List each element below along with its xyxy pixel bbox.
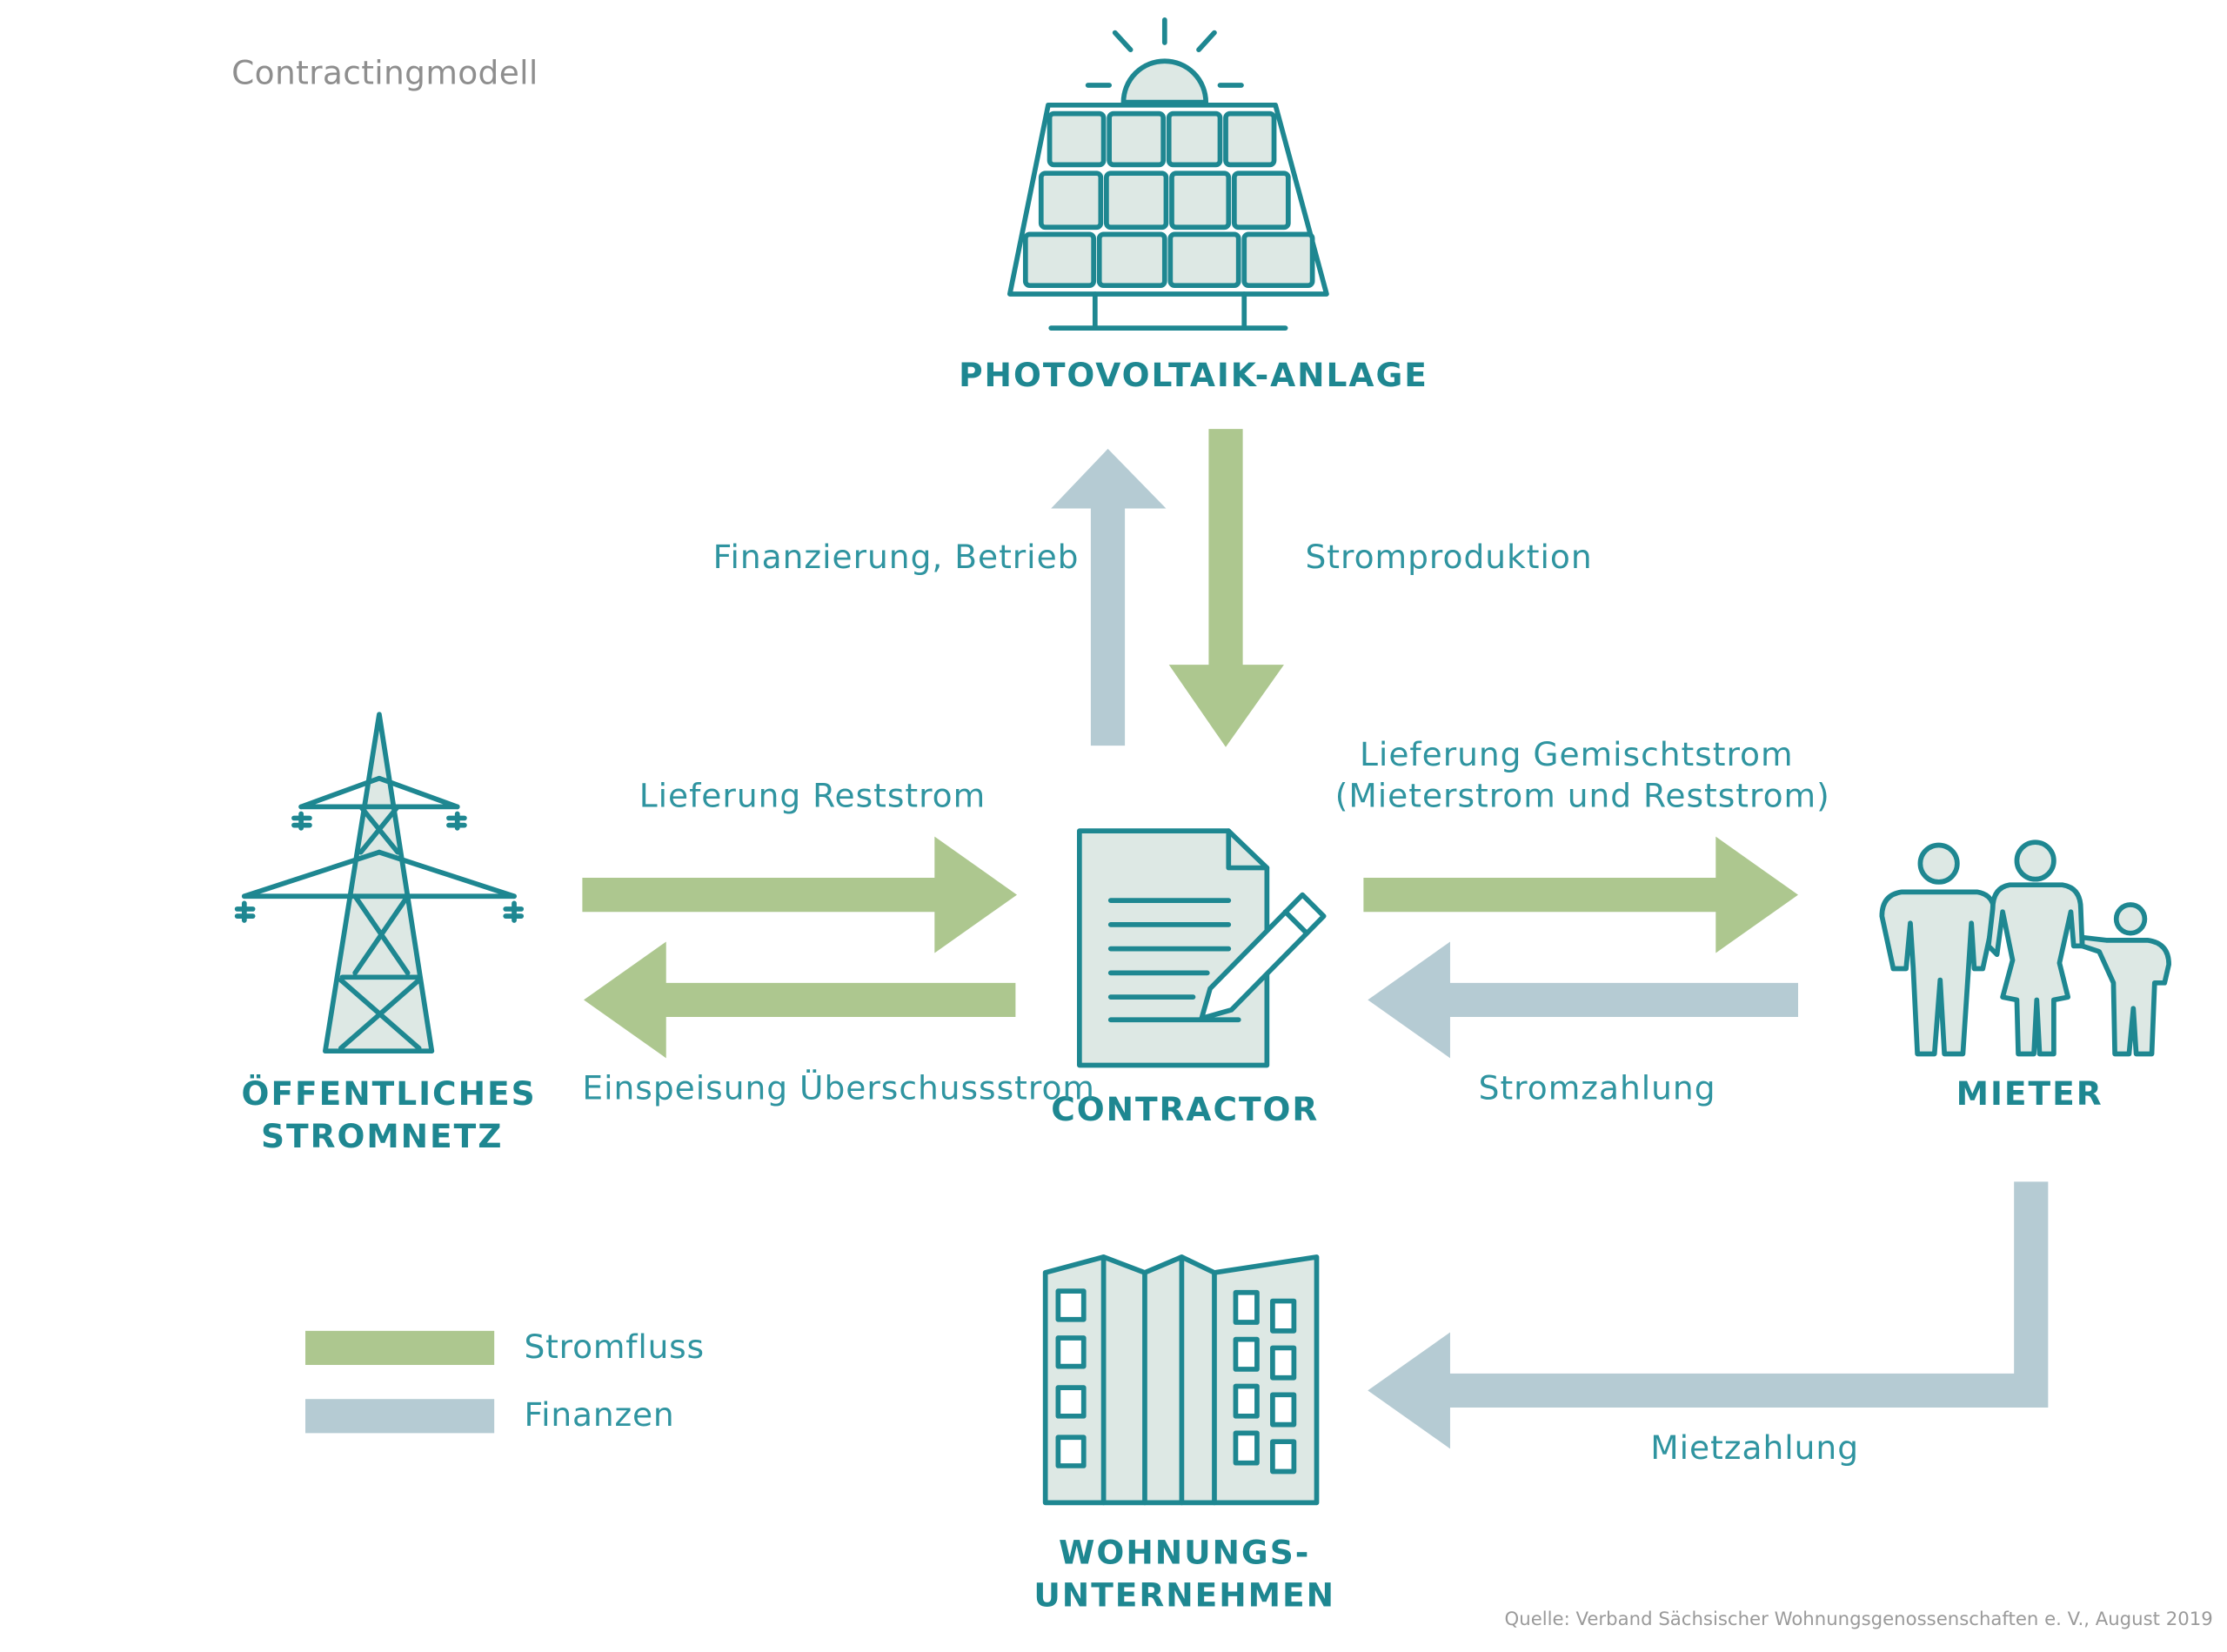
tenants-family-icon	[1879, 839, 2171, 1057]
power-pylon-icon	[234, 712, 525, 1054]
arrow-lieferung-gemischtstrom	[1363, 836, 1798, 953]
source-note: Quelle: Verband Sächsischer Wohnungsgeno…	[1504, 1609, 2213, 1631]
flow-label-gemischtstrom: Lieferung Gemischtstrom (Mieterstrom und…	[1334, 736, 1830, 819]
flow-label-stromproduktion: Stromproduktion	[1305, 539, 1593, 577]
node-wohnung-line1: WOHNUNGS-	[1059, 1535, 1311, 1573]
flow-label-lieferung-reststrom: Lieferung Reststrom	[639, 778, 986, 816]
legend-swatch-finanzen	[305, 1399, 495, 1434]
page-title: Contractingmodell	[231, 55, 538, 93]
arrow-lieferung-reststrom	[582, 836, 1018, 953]
arrow-mietzahlung	[1368, 1181, 2049, 1449]
node-mieter-label: MIETER	[1956, 1076, 2103, 1114]
flow-label-mietzahlung: Mietzahlung	[1650, 1430, 1860, 1468]
flow-label-gemischtstrom-line2: (Mieterstrom und Reststrom)	[1334, 778, 1830, 816]
node-photovoltaik-label: PHOTOVOLTAIK-ANLAGE	[959, 358, 1428, 395]
arrow-einspeisung	[584, 941, 1016, 1059]
building-icon	[1042, 1254, 1320, 1506]
node-contractor-label: CONTRACTOR	[1051, 1092, 1320, 1129]
node-wohnung-line2: UNTERNEHMEN	[1033, 1577, 1335, 1615]
node-stromnetz-label: ÖFFENTLICHES STROMNETZ	[241, 1073, 537, 1159]
contract-document-icon	[1076, 828, 1327, 1068]
arrow-stromproduktion-down	[1168, 429, 1284, 747]
node-wohnungsunternehmen-label: WOHNUNGS- UNTERNEHMEN	[1028, 1533, 1341, 1618]
arrow-stromzahlung	[1368, 941, 1798, 1059]
flow-label-stromzahlung: Stromzahlung	[1478, 1071, 1716, 1108]
solar-panel-icon	[1006, 17, 1329, 331]
node-stromnetz-line2: STROMNETZ	[260, 1119, 504, 1157]
legend-label-finanzen: Finanzen	[524, 1397, 675, 1435]
legend-label-stromfluss: Stromfluss	[524, 1329, 705, 1367]
flow-label-einspeisung: Einspeisung Überschussstrom	[582, 1071, 1095, 1108]
flow-label-gemischtstrom-line1: Lieferung Gemischtstrom	[1360, 737, 1794, 774]
arrow-finanzierung-up	[1051, 448, 1167, 746]
legend-swatch-stromfluss	[305, 1330, 495, 1366]
flow-label-finanzierung: Finanzierung, Betrieb	[712, 539, 1080, 577]
node-stromnetz-line1: ÖFFENTLICHES	[241, 1076, 537, 1114]
